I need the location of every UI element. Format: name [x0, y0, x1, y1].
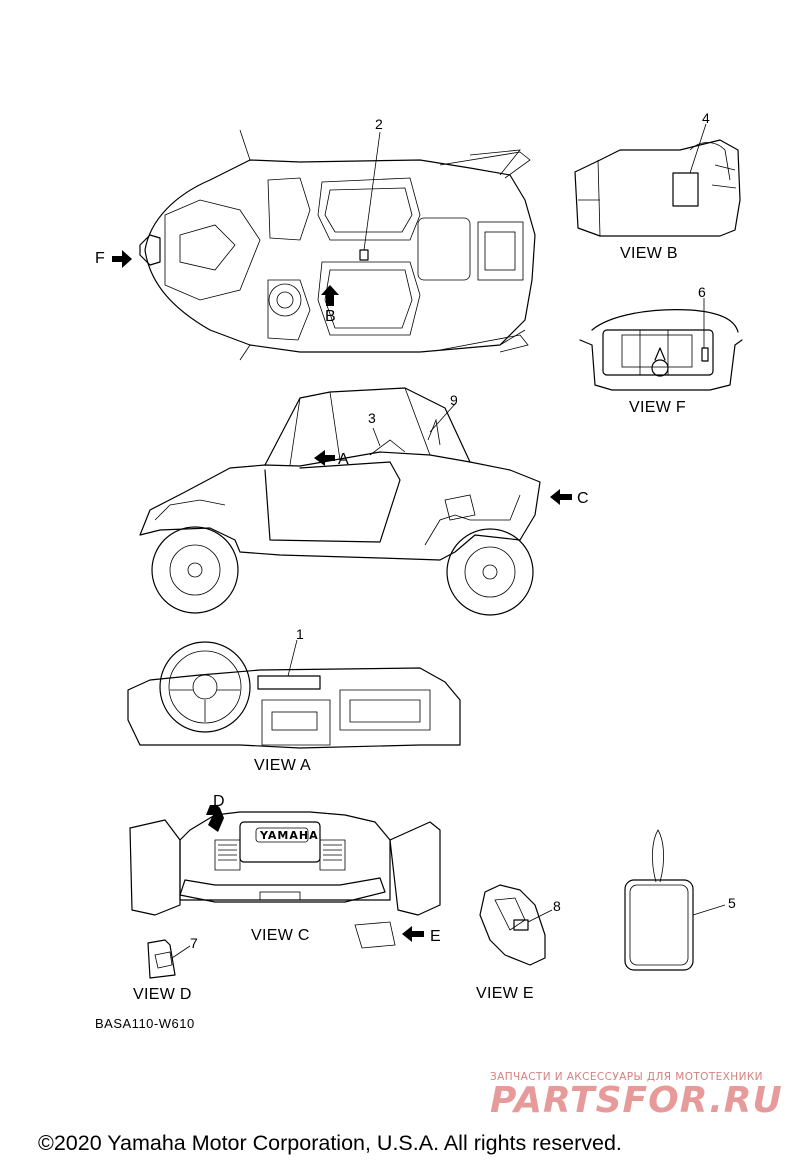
part-5-tag — [624, 829, 726, 971]
view-c-label: VIEW C — [251, 927, 310, 944]
arrow-label-f: F — [95, 250, 106, 267]
arrow-e-icon — [402, 926, 424, 942]
vehicle-top-view — [112, 129, 536, 361]
callout-7: 7 — [190, 935, 198, 951]
callout-2: 2 — [375, 116, 383, 132]
arrow-label-d: D — [213, 793, 225, 810]
view-b-drawing — [574, 123, 741, 237]
view-e-drawing — [479, 884, 553, 966]
callout-4: 4 — [702, 110, 710, 126]
callout-1: 1 — [296, 626, 304, 642]
view-c-drawing — [129, 805, 441, 949]
arrow-b-icon — [321, 285, 339, 306]
view-a-label: VIEW A — [254, 757, 311, 774]
yamaha-badge: YAMAHA — [260, 829, 319, 842]
arrow-f-icon — [112, 250, 132, 268]
arrow-label-a: A — [338, 451, 349, 468]
callout-9: 9 — [450, 392, 458, 408]
callout-5: 5 — [728, 895, 736, 911]
vehicle-side-view — [139, 387, 572, 616]
view-f-label: VIEW F — [629, 399, 686, 416]
arrow-a-icon — [314, 450, 335, 466]
part-code: BASA110-W610 — [95, 1016, 195, 1031]
view-a-drawing — [127, 639, 461, 749]
arrow-label-e: E — [430, 928, 441, 945]
copyright-notice: ©2020 Yamaha Motor Corporation, U.S.A. A… — [38, 1131, 622, 1155]
arrow-d-icon — [206, 805, 224, 832]
view-d-label: VIEW D — [133, 986, 192, 1003]
arrow-c-icon — [550, 489, 572, 505]
view-f-drawing — [579, 298, 743, 391]
view-b-label: VIEW B — [620, 245, 678, 262]
view-e-label: VIEW E — [476, 985, 534, 1002]
watermark-tagline: ЗАПЧАСТИ И АКСЕССУАРЫ ДЛЯ МОТОТЕХНИКИ — [490, 1071, 763, 1083]
callout-8: 8 — [553, 898, 561, 914]
view-d-drawing — [147, 939, 191, 979]
callout-3: 3 — [368, 410, 376, 426]
arrow-label-b: B — [325, 308, 336, 325]
watermark-brand: PARTSFOR.RU — [490, 1080, 783, 1121]
arrow-label-c: C — [577, 490, 589, 507]
callout-6: 6 — [698, 284, 706, 300]
